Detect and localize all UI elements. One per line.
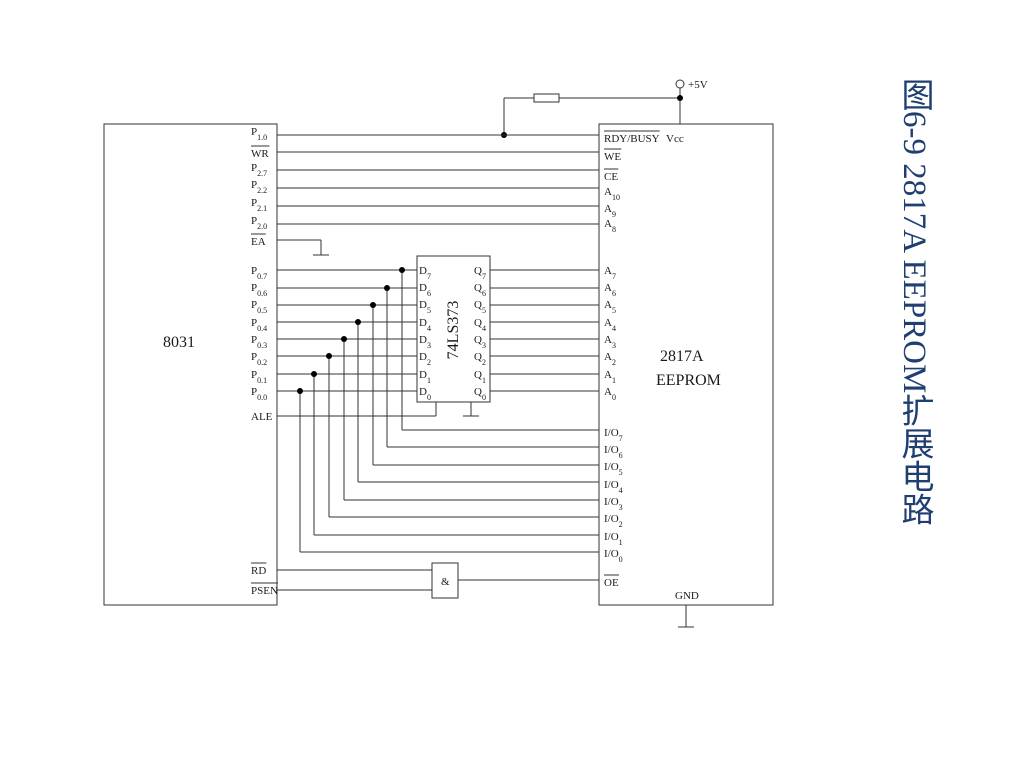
chip-74ls373-label: 74LS373 [445, 301, 462, 360]
junction-bit6 [384, 285, 390, 291]
eeprom-pin-we: WE [604, 151, 621, 163]
eeprom-pin-a3: A3 [604, 334, 616, 350]
eeprom-pin-io0: I/O0 [604, 548, 623, 564]
chip-8031-label: 8031 [163, 334, 195, 351]
latch-pin-d3: D3 [419, 334, 431, 350]
mcu-pin-p27: P2.7 [251, 162, 267, 178]
eeprom-pin-io1: I/O1 [604, 531, 623, 547]
eeprom-pin-a4: A4 [604, 317, 616, 333]
mcu-pin-p07: P0.7 [251, 265, 267, 281]
mcu-pin-wr: WR [251, 148, 269, 160]
eeprom-pin-io2: I/O2 [604, 513, 623, 529]
eeprom-pin-a2: A2 [604, 351, 616, 367]
junction-bit1 [311, 371, 317, 377]
eeprom-pin-a7: A7 [604, 265, 616, 281]
latch-pin-q3: Q3 [474, 334, 486, 350]
bus-wiring [277, 134, 599, 553]
chip-2817a-sublabel: EEPROM [656, 372, 721, 389]
pullup-resistor [533, 93, 560, 103]
mcu-pin-p01: P0.1 [251, 369, 267, 385]
latch-pin-d4: D4 [419, 317, 431, 333]
mcu-pin-p06: P0.6 [251, 282, 267, 298]
eeprom-pin-a1: A1 [604, 369, 616, 385]
eeprom-pin-ce: CE [604, 171, 618, 183]
latch-pin-q4: Q4 [474, 317, 486, 333]
latch-pin-d0: D0 [419, 386, 431, 402]
power-wiring [501, 79, 685, 138]
eeprom-pin-a5: A5 [604, 299, 616, 315]
mcu-pin-p22: P2.2 [251, 179, 267, 195]
mcu-pin-p21: P2.1 [251, 197, 267, 213]
eeprom-ground [678, 605, 694, 628]
latch-pin-q5: Q5 [474, 299, 486, 315]
gnd-label: GND [675, 590, 699, 602]
latch-pin-d1: D1 [419, 369, 431, 385]
junction-bit2 [326, 353, 332, 359]
latch-pin-q6: Q6 [474, 282, 486, 298]
chip-2817a-label: 2817A [660, 348, 704, 365]
chip-8031-outline [103, 123, 278, 606]
mcu-pin-p04: P0.4 [251, 317, 267, 333]
ale-to-latch-enable [277, 402, 437, 417]
supply-label: +5V [688, 79, 708, 91]
latch-pin-d6: D6 [419, 282, 431, 298]
junction-bit0 [297, 388, 303, 394]
eeprom-pin-io5: I/O5 [604, 461, 623, 477]
eeprom-pin-a6: A6 [604, 282, 616, 298]
mcu-pin-p03: P0.3 [251, 334, 267, 350]
latch-pin-q0: Q0 [474, 386, 486, 402]
eeprom-pin-io4: I/O4 [604, 479, 623, 495]
eeprom-pin-a8: A8 [604, 218, 616, 234]
ea-ground [277, 239, 329, 256]
latch-pin-q2: Q2 [474, 351, 486, 367]
latch-pin-q1: Q1 [474, 369, 486, 385]
mcu-pin-ea: EA [251, 236, 266, 248]
eeprom-pin-a10: A10 [604, 186, 620, 202]
supply-terminal [675, 79, 685, 89]
mcu-pin-p02: P0.2 [251, 351, 267, 367]
mcu-pin-psen: PSEN [251, 585, 278, 597]
pin-labels: P1.0WR P2.7P2.2P2.1P2.0EA P0.7P0.6P0.5P0.4… [251, 126, 660, 597]
chip-74ls373-outline [416, 255, 491, 403]
eeprom-pin-io3: I/O3 [604, 496, 623, 512]
junction-bit4 [355, 319, 361, 325]
gate-wiring [277, 569, 599, 591]
vcc-label: Vcc [666, 133, 684, 145]
eeprom-pin-io6: I/O6 [604, 444, 623, 460]
mcu-pin-p00: P0.0 [251, 386, 267, 402]
eeprom-pin-a9: A9 [604, 203, 616, 219]
junction-bit3 [341, 336, 347, 342]
mcu-pin-ale: ALE [251, 411, 273, 423]
latch-oe-ground [463, 402, 479, 417]
eeprom-pin-a0: A0 [604, 386, 616, 402]
latch-pin-d5: D5 [419, 299, 431, 315]
mcu-pin-p10: P1.0 [251, 126, 267, 142]
eeprom-pin-oe: OE [604, 577, 619, 589]
latch-pin-q7: Q7 [474, 265, 486, 281]
and-gate-symbol: & [441, 576, 450, 588]
mcu-pin-p05: P0.5 [251, 299, 267, 315]
latch-pin-d2: D2 [419, 351, 431, 367]
eeprom-pin-rdy: RDY/BUSY [604, 133, 660, 145]
mcu-pin-p20: P2.0 [251, 215, 267, 231]
mcu-pin-rd: RD [251, 565, 266, 577]
junction-bit7 [399, 267, 405, 273]
junction-bit5 [370, 302, 376, 308]
latch-pin-d7: D7 [419, 265, 431, 281]
eeprom-pin-io7: I/O7 [604, 427, 623, 443]
figure-title: 图6-9 2817A EEPROM扩展电路 [896, 78, 932, 526]
